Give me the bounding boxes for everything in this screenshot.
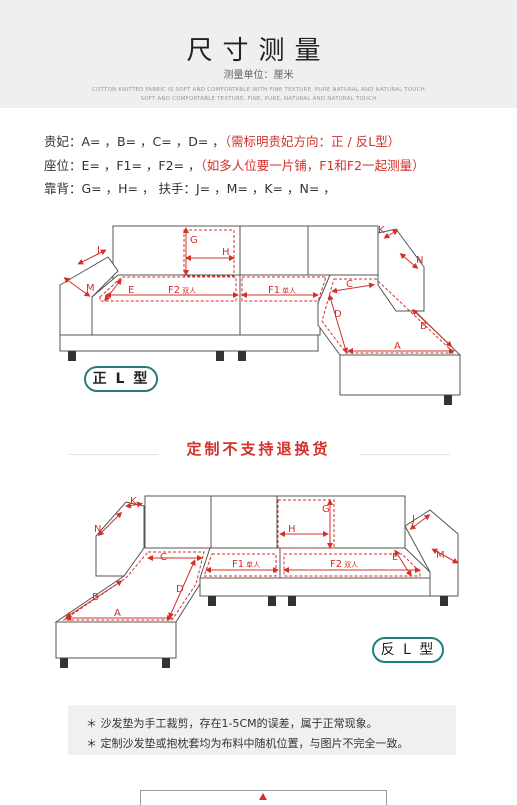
- spec-row-back-arm: 靠背：G= ，H= ， 扶手：J= ，M= ，K= ，N= ，: [44, 178, 336, 197]
- leg: [216, 351, 224, 361]
- label-e: E: [392, 552, 398, 563]
- label-c: C: [346, 279, 353, 290]
- label-m: M: [86, 283, 95, 294]
- label-e: E: [128, 285, 134, 296]
- chaise-front: [55, 621, 177, 659]
- no-return-notice: 定制不支持退换货: [186, 440, 331, 458]
- leg: [268, 596, 276, 606]
- label-n: N: [416, 255, 423, 266]
- badge-right-l-type: 反 L 型: [372, 637, 444, 663]
- sofa-legs: [68, 351, 452, 405]
- leg: [208, 596, 216, 606]
- notes-panel: ＊ 沙发垫为手工裁剪，存在1-5CM的误差，属于正常现象。 ＊ 定制沙发垫或抱枕…: [68, 705, 456, 755]
- leg: [444, 395, 452, 405]
- page-title: 尺寸测量: [186, 36, 331, 66]
- notice-divider-right: [360, 454, 450, 455]
- spec-seat-note: （如多人位要一片铺，F1和F2一起测量）: [200, 158, 425, 173]
- back-cushion-2: [210, 495, 278, 557]
- note-cutting-tolerance: ＊ 沙发垫为手工裁剪，存在1-5CM的误差，属于正常现象。: [86, 717, 378, 730]
- spec-back-arm-fields: 靠背：G= ，H= ， 扶手：J= ，M= ，K= ，N= ，: [44, 181, 336, 196]
- label-j: J: [96, 245, 100, 256]
- label-a: A: [114, 608, 121, 619]
- header-panel: 尺寸测量 测量单位：厘米 COTTON KNITTED FABRIC IS SO…: [0, 0, 517, 108]
- english-caption-line-1: COTTON KNITTED FABRIC IS SOFT AND COMFOR…: [91, 87, 425, 93]
- measure-box-back: [183, 229, 235, 277]
- label-d: D: [334, 309, 342, 320]
- spec-row-chaise: 贵妃：A= ，B= ，C= ，D= ，（需标明贵妃方向：正 / 反L型）: [44, 131, 400, 150]
- leg: [440, 596, 448, 606]
- label-g: G: [190, 235, 198, 246]
- badge-left-l-type: 正 L 型: [84, 366, 158, 392]
- label-a: A: [394, 341, 401, 352]
- spec-chaise-note: （需标明贵妃方向：正 / 反L型）: [224, 134, 401, 149]
- next-section-preview: [140, 790, 387, 805]
- red-marker-icon: [259, 793, 267, 800]
- label-k: K: [130, 496, 137, 507]
- label-h: H: [288, 524, 296, 535]
- leg: [288, 596, 296, 606]
- chaise-front: [339, 354, 461, 396]
- sofa-base: [199, 577, 431, 597]
- spec-seat-fields: 座位：E= ，F1= ，F2= ，: [44, 158, 201, 173]
- notice-divider-left: [68, 454, 158, 455]
- label-m: M: [436, 550, 445, 561]
- leg: [68, 351, 76, 361]
- measure-box-f2: [99, 276, 237, 302]
- measure-box-chaise: [321, 278, 456, 354]
- label-d: D: [176, 584, 184, 595]
- notice-section: 定制不支持退换货: [0, 432, 517, 462]
- label-k: K: [378, 225, 385, 236]
- label-g: G: [322, 504, 330, 515]
- spec-chaise-fields: 贵妃：A= ，B= ，C= ，D= ，: [44, 134, 225, 149]
- seat-f2: [91, 274, 241, 336]
- english-caption-line-2: SOFT AND COMFORTABLE TEXTURE, FINE, PURE…: [140, 96, 377, 102]
- label-b: B: [92, 592, 99, 603]
- label-b: B: [420, 321, 427, 332]
- seat-f1: [239, 274, 331, 336]
- leg: [60, 658, 68, 668]
- label-c: C: [160, 552, 167, 563]
- label-n: N: [94, 524, 101, 535]
- sofa-legs: [60, 596, 448, 668]
- back-cushion-1: [144, 495, 212, 557]
- sofa-base: [59, 334, 319, 352]
- page-subtitle: 测量单位：厘米: [223, 70, 294, 81]
- leg: [162, 658, 170, 668]
- back-cushion-3: [276, 495, 406, 557]
- measure-box-back: [277, 499, 335, 549]
- measure-box-f1: [241, 276, 327, 302]
- note-fabric-position: ＊ 定制沙发垫或抱枕套均为布料中随机位置，与图片不完全一致。: [86, 737, 409, 750]
- leg: [238, 351, 246, 361]
- label-h: H: [222, 247, 230, 258]
- label-j: J: [411, 514, 415, 525]
- spec-row-seat: 座位：E= ，F1= ，F2= ，（如多人位要一片铺，F1和F2一起测量）: [44, 155, 425, 174]
